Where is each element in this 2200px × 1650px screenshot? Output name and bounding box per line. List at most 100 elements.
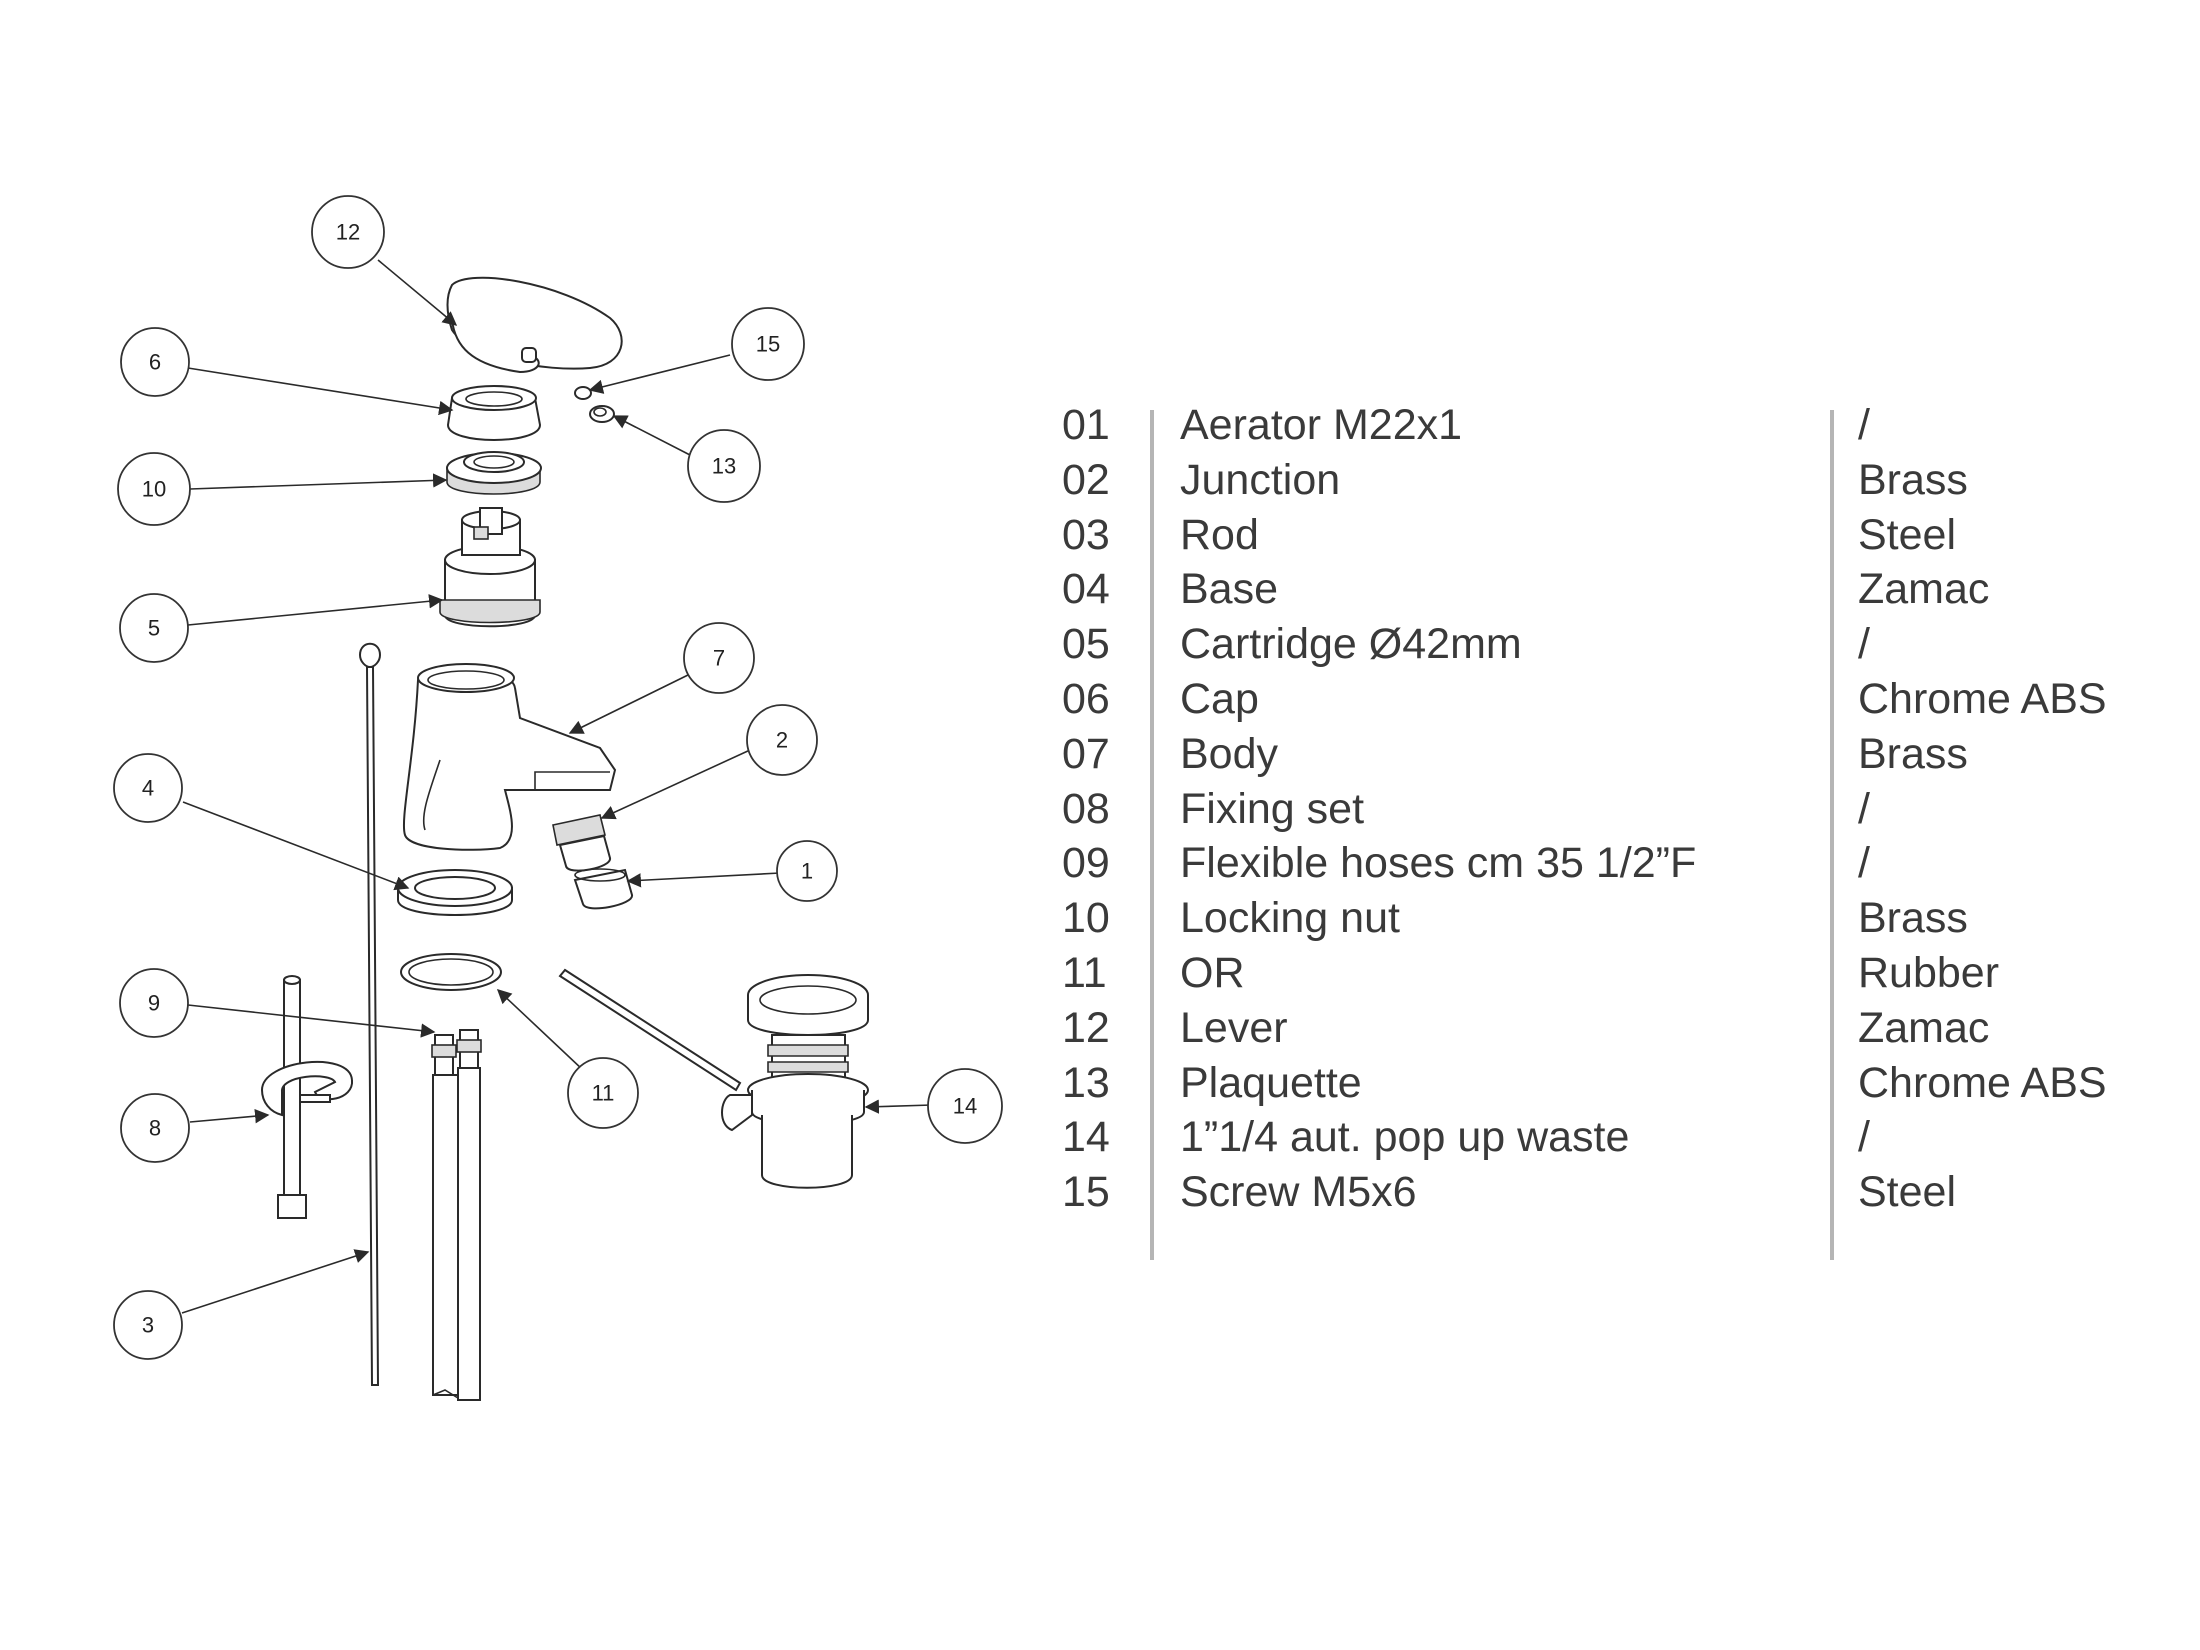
parts-row: 06 Cap Chrome ABS: [1050, 672, 2170, 727]
parts-row: 11 OR Rubber: [1050, 946, 2170, 1001]
callout-10: 10: [117, 452, 191, 526]
screw-part: [574, 386, 592, 400]
pop-up-waste-part: [721, 974, 869, 1189]
callout-label: 10: [142, 477, 166, 502]
parts-row: 15 Screw M5x6 Steel: [1050, 1165, 2170, 1220]
part-description: Cap: [1180, 674, 1259, 723]
part-number: 10: [1062, 894, 1110, 943]
callout-1: 1: [776, 840, 838, 902]
part-material: Rubber: [1858, 948, 2000, 997]
part-material: Chrome ABS: [1858, 1058, 2107, 1107]
callout-label: 4: [142, 776, 154, 801]
part-material: Steel: [1858, 1168, 1957, 1217]
callout-6: 6: [120, 327, 190, 397]
o-ring-part: [400, 953, 502, 991]
part-description: Locking nut: [1180, 894, 1400, 943]
part-material: /: [1858, 784, 1870, 833]
part-number: 13: [1062, 1058, 1110, 1107]
part-material: Zamac: [1858, 1003, 1990, 1052]
cap-part: [446, 385, 542, 441]
callout-7: 7: [683, 622, 755, 694]
fixing-set-part: [260, 975, 354, 1219]
part-description: Screw M5x6: [1180, 1168, 1417, 1217]
callout-14: 14: [927, 1068, 1003, 1144]
part-material: Brass: [1858, 729, 1968, 778]
part-material: /: [1858, 1113, 1870, 1162]
part-material: Brass: [1858, 894, 1968, 943]
exploded-view-diagram: 1 2 3 4 5 6 7 8 9 10 11 12: [113, 195, 1003, 1401]
part-number: 15: [1062, 1168, 1110, 1217]
junction-part: [552, 814, 611, 872]
callout-label: 8: [149, 1116, 161, 1141]
base-part: [397, 869, 513, 916]
parts-row: 03 Rod Steel: [1050, 508, 2170, 563]
part-description: Plaquette: [1180, 1058, 1362, 1107]
parts-row: 14 1”1/4 aut. pop up waste /: [1050, 1110, 2170, 1165]
callout-label: 12: [336, 220, 360, 245]
parts-row: 12 Lever Zamac: [1050, 1001, 2170, 1056]
part-material: Zamac: [1858, 565, 1990, 614]
part-number: 12: [1062, 1003, 1110, 1052]
callout-13: 13: [687, 429, 761, 503]
part-material: /: [1858, 839, 1870, 888]
parts-row: 10 Locking nut Brass: [1050, 891, 2170, 946]
part-description: Body: [1180, 729, 1279, 778]
part-number: 03: [1062, 510, 1110, 559]
parts-row: 02 Junction Brass: [1050, 453, 2170, 508]
callout-label: 1: [801, 859, 813, 884]
part-material: Brass: [1858, 455, 1968, 504]
locking-nut-part: [446, 451, 542, 495]
callout-label: 13: [712, 454, 736, 479]
table-divider-left: [1150, 410, 1154, 1260]
part-description: 1”1/4 aut. pop up waste: [1180, 1113, 1630, 1162]
plaquette-part: [589, 405, 615, 423]
callout-4: 4: [113, 753, 183, 823]
pop-up-rod-part: [558, 968, 742, 1092]
leader-lines: [181, 259, 933, 1314]
aerator-part: [573, 868, 633, 910]
callout-9: 9: [119, 968, 189, 1038]
table-divider-right: [1830, 410, 1834, 1260]
part-material: /: [1858, 620, 1870, 669]
callout-5: 5: [119, 593, 189, 663]
lever-part: [446, 276, 623, 374]
flexible-hoses-part: [431, 1029, 482, 1401]
part-number: 04: [1062, 565, 1110, 614]
parts-row: 07 Body Brass: [1050, 727, 2170, 782]
part-description: Cartridge Ø42mm: [1180, 620, 1522, 669]
callout-label: 11: [592, 1081, 615, 1106]
callout-label: 9: [148, 991, 160, 1016]
callout-label: 6: [149, 350, 161, 375]
parts-row: 13 Plaquette Chrome ABS: [1050, 1056, 2170, 1111]
callout-label: 2: [776, 728, 788, 753]
callout-12: 12: [311, 195, 385, 269]
part-description: Flexible hoses cm 35 1/2”F: [1180, 839, 1697, 888]
part-number: 11: [1062, 948, 1107, 997]
part-number: 14: [1062, 1113, 1110, 1162]
callout-label: 15: [756, 332, 780, 357]
part-number: 07: [1062, 729, 1110, 778]
callout-11: 11: [567, 1057, 639, 1129]
rod-part: [358, 642, 382, 1386]
part-number: 02: [1062, 455, 1110, 504]
cartridge-part: [439, 507, 541, 628]
part-description: Lever: [1180, 1003, 1288, 1052]
part-number: 08: [1062, 784, 1110, 833]
part-description: OR: [1180, 948, 1245, 997]
part-description: Aerator M22x1: [1180, 401, 1463, 449]
callout-label: 7: [713, 646, 725, 671]
part-material: Chrome ABS: [1858, 674, 2107, 723]
part-description: Rod: [1180, 510, 1259, 559]
part-description: Junction: [1180, 455, 1341, 504]
part-number: 01: [1062, 401, 1110, 449]
part-material: Steel: [1858, 510, 1957, 559]
part-number: 06: [1062, 674, 1110, 723]
callout-label: 3: [142, 1313, 154, 1338]
callout-2: 2: [746, 704, 818, 776]
callout-15: 15: [731, 307, 805, 381]
